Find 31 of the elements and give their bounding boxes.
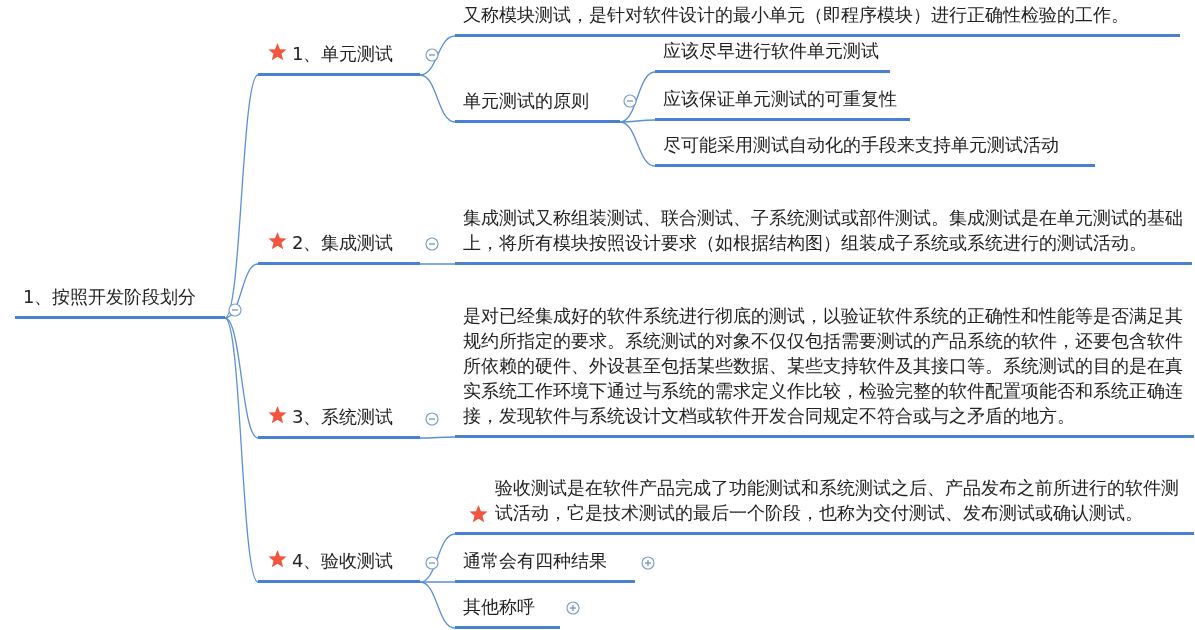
topic-text: 尽可能采用测试自动化的手段来支持单元测试活动	[663, 133, 1060, 157]
connector-line	[419, 581, 456, 583]
topic-text: 2、集成测试	[292, 231, 395, 255]
topic-node	[258, 230, 420, 265]
topic-text: 是对已经集成好的软件系统进行彻底的测试，以验证软件系统的正确性和性能等是否满足其规约所指定的要求。系统测试的对象不仅仅包括需要测试的产品系统的软件，还要包含软件所依赖的硬件、外设甚至包括某些数据、某些支持软件及其接口等。系统测试的目的是在真实系统工作环境下通过与系统的需求定义作比较，检验完整的软件配置项能否和系统正确连接，发现软件与系统设计文档或软件开发合同规定不符合或与之矛盾的地方。	[463, 304, 1184, 428]
topic-node	[258, 548, 420, 583]
connector-line	[419, 263, 456, 265]
topic-text: 通常会有四种结果	[463, 549, 608, 573]
topic-text: 1、按照开发阶段划分	[23, 285, 198, 309]
topic-text: 1、单元测试	[292, 42, 395, 66]
topic-text: 应该尽早进行软件单元测试	[663, 39, 880, 63]
topic-text: 又称模块测试，是针对软件设计的最小单元（即程序模块）进行正确性检验的工作。	[463, 3, 1130, 27]
topic-text: 单元测试的原则	[463, 89, 590, 113]
topic-text: 集成测试又称组装测试、联合测试、子系统测试或部件测试。集成测试是在单元测试的基础上，将所有模块按照设计要求（如根据结构图）组装成子系统或系统进行的测试活动。	[463, 206, 1184, 255]
connector-line	[224, 263, 259, 319]
topic-text: 应该保证单元测试的可重复性	[663, 87, 898, 111]
connector-line	[419, 436, 456, 439]
topic-text: 4、验收测试	[292, 549, 395, 573]
connector-line	[224, 74, 259, 319]
connector-line	[224, 317, 259, 439]
connector-line	[619, 121, 656, 167]
connector-line	[619, 119, 656, 123]
topic-text: 3、系统测试	[292, 405, 395, 429]
topic-text: 其他称呼	[463, 595, 536, 619]
connector-line	[419, 581, 456, 629]
topic-node	[258, 41, 420, 76]
connector-line	[419, 35, 456, 76]
topic-node	[258, 404, 420, 439]
connector-line	[224, 317, 259, 583]
topic-text: 验收测试是在软件产品完成了功能测试和系统测试之后、产品发布之前所进行的软件测试活动，它是技术测试的最后一个阶段，也称为交付测试、发布测试或确认测试。	[495, 476, 1180, 525]
connector-line	[419, 74, 456, 123]
